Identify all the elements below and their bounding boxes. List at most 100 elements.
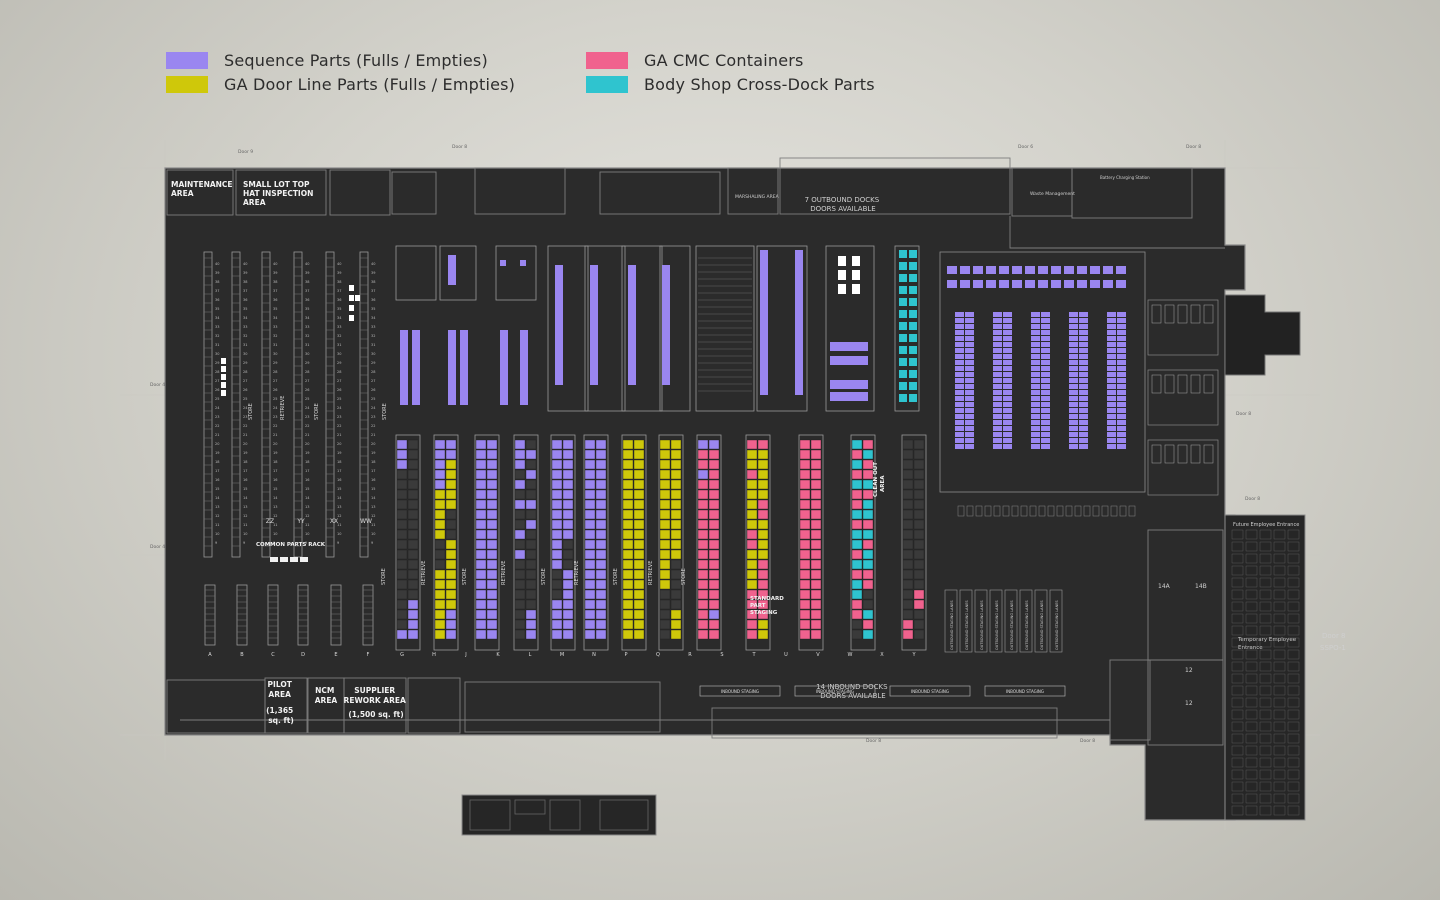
- aisle-cell: [708, 519, 720, 530]
- aisle-cell: [407, 579, 419, 590]
- annex-office: [1273, 697, 1286, 708]
- rack-number: 13: [215, 505, 219, 509]
- annex-office: [1259, 589, 1272, 600]
- cross-dock-bay: [909, 334, 917, 342]
- aisle-cell: [445, 489, 457, 500]
- sequence-bay: [1041, 312, 1050, 317]
- aisle-cell: [902, 529, 914, 540]
- aisle-cell: [445, 569, 457, 580]
- sequence-bay: [795, 250, 803, 395]
- aisle-cell: [746, 509, 758, 520]
- rack-number: 32: [243, 334, 247, 338]
- aisle-cell: [757, 539, 769, 550]
- aisle-cell: [475, 539, 487, 550]
- staging-slot: [957, 505, 965, 517]
- aisle-cell: [757, 569, 769, 580]
- aisle-cell: [757, 559, 769, 570]
- annex-office: [1287, 601, 1300, 612]
- annex-office: [1245, 673, 1258, 684]
- rack-number: 22: [273, 424, 277, 428]
- aisle-cell: [562, 469, 574, 480]
- aisle-cell: [445, 459, 457, 470]
- rack-number: 31: [337, 343, 341, 347]
- aisle-cell: [622, 589, 634, 600]
- legend-item-cross-dock: Body Shop Cross-Dock Parts: [586, 75, 875, 94]
- outbound-docks-label: 7 OUTBOUND DOCKS DOORS AVAILABLE: [805, 196, 882, 213]
- aisle-cell: [913, 599, 925, 610]
- aisle-cell: [407, 569, 419, 580]
- aisle-cell: [746, 619, 758, 630]
- room-12-label: 12: [1185, 667, 1193, 674]
- aisle-cell: [486, 489, 498, 500]
- aisle-cell: [486, 619, 498, 630]
- aisle-cell: [551, 459, 563, 470]
- sequence-bay: [1090, 280, 1100, 288]
- aisle-cell: [514, 529, 526, 540]
- aisle-cell: [862, 599, 874, 610]
- rack-number: 29: [215, 361, 219, 365]
- sequence-bay: [1041, 348, 1050, 353]
- aisle-cell: [475, 519, 487, 530]
- staging-slot: [1110, 505, 1118, 517]
- rack-number: 15: [215, 487, 219, 491]
- sequence-bay: [1003, 324, 1012, 329]
- annex-office: [1231, 733, 1244, 744]
- aisle-cell: [514, 609, 526, 620]
- sequence-bay: [993, 396, 1002, 401]
- aisle-cell: [913, 539, 925, 550]
- sequence-bay: [830, 392, 868, 401]
- aisle-cell: [757, 469, 769, 480]
- aisle-cell: [633, 609, 645, 620]
- sequence-bay: [993, 318, 1002, 323]
- aisle-cell: [622, 489, 634, 500]
- sequence-bay: [448, 330, 456, 405]
- rack-number: 9: [337, 541, 339, 545]
- aisle-label: M: [560, 652, 564, 658]
- cross-dock-bay: [899, 346, 907, 354]
- annex-office: [1231, 685, 1244, 696]
- aisle-cell: [562, 569, 574, 580]
- annex-office: [1245, 733, 1258, 744]
- aisle-cell: [407, 549, 419, 560]
- aisle-cell: [584, 459, 596, 470]
- annex-office: [1287, 709, 1300, 720]
- staging-slot: [1065, 505, 1073, 517]
- annex-office: [1231, 805, 1244, 816]
- rack-number: 40: [273, 262, 277, 266]
- aisle-cell: [659, 499, 671, 510]
- sequence-bay: [1117, 336, 1126, 341]
- aisle-cell: [486, 509, 498, 520]
- rack-number: 10: [337, 532, 341, 536]
- aisle-cell: [562, 599, 574, 610]
- sequence-bay: [1079, 402, 1088, 407]
- rack-number: 34: [243, 316, 248, 320]
- aisle-cell: [584, 479, 596, 490]
- rack-number: 34: [305, 316, 310, 320]
- aisle-cell: [396, 629, 408, 640]
- rack-number: 35: [243, 307, 247, 311]
- aisle-cell: [697, 439, 709, 450]
- sequence-bay: [1079, 372, 1088, 377]
- sequence-bay: [1031, 324, 1040, 329]
- sequence-bay: [1038, 280, 1048, 288]
- rack-number: 30: [371, 352, 375, 356]
- annex-office: [1259, 625, 1272, 636]
- rack-number: 10: [371, 532, 375, 536]
- aisle-cell: [670, 579, 682, 590]
- rack-row: [203, 251, 213, 558]
- aisle-cell: [595, 529, 607, 540]
- rack-number: 32: [337, 334, 341, 338]
- rack-number: 18: [371, 460, 375, 464]
- annex-office: [1287, 721, 1300, 732]
- annex-office: [1259, 601, 1272, 612]
- aisle-cell: [746, 439, 758, 450]
- rack-number: 10: [305, 532, 309, 536]
- sequence-bay: [1064, 266, 1074, 274]
- sequence-bay: [1079, 354, 1088, 359]
- aisle-cell: [434, 509, 446, 520]
- rack-number: 18: [273, 460, 277, 464]
- aisle-cell: [525, 489, 537, 500]
- annex-office: [1231, 637, 1244, 648]
- annex-office: [1287, 769, 1300, 780]
- aisle-cell: [902, 509, 914, 520]
